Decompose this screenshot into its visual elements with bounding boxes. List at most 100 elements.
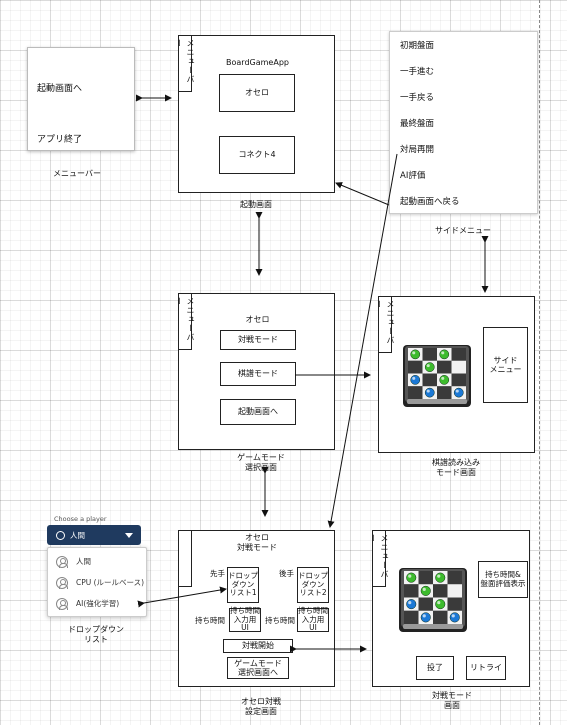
record-screen-frame: メニューバー サイド メニュー [375, 296, 535, 453]
side-menu-item-ai-evaluation[interactable]: AI評価 [400, 171, 426, 181]
othello-board-icon [399, 568, 467, 632]
player-icon-selected [56, 530, 65, 540]
time-input2-line2: 入力用UI [301, 614, 325, 633]
dropdown-options-list: 人間 CPU (ルールベース) AI(強化学習) [47, 547, 147, 617]
time-and-eval-box: 持ち時間& 盤面評価表示 [478, 561, 528, 598]
connect4-button[interactable]: コネクト4 [219, 136, 295, 174]
page-boundary-line [539, 0, 540, 725]
battle-screen-caption: 対戦モード 画面 [412, 691, 492, 710]
menubar-caption: メニューバー [53, 169, 101, 178]
side-menu-item-back-to-start[interactable]: 起動画面へ戻る [400, 197, 460, 207]
dropdown-selected-value: 人間 [70, 530, 85, 540]
record-mode-button[interactable]: 棋譜モード [220, 362, 296, 386]
mode-select-title: オセロ [245, 315, 270, 324]
time-eval-line2: 盤面評価表示 [480, 578, 526, 588]
dropdown-header-label: Choose a player [54, 515, 107, 523]
dropdown2-line2: ダウン [301, 579, 325, 589]
dropdown-option-cpu[interactable]: CPU (ルールベース) [48, 572, 146, 593]
green-marble [439, 349, 450, 360]
battle-board-image [397, 564, 469, 634]
mode-select-caption-line2: 選択画面 [245, 462, 277, 472]
time-input-second[interactable]: 持ち時間 入力用UI [297, 606, 329, 633]
resign-button[interactable]: 投了 [416, 656, 454, 680]
dropdown-option-cpu-label: CPU (ルールベース) [76, 578, 145, 587]
side-menu-item-step-back[interactable]: 一手戻る [400, 93, 435, 103]
dropdown1-line1: ドロップ [228, 571, 258, 581]
mode-select-menubar-label: メニューバー [175, 293, 195, 350]
time-label-second: 持ち時間 [265, 616, 295, 625]
dropdown-caption: ドロップダウン リスト [56, 625, 136, 644]
start-battle-button[interactable]: 対戦開始 [223, 639, 293, 653]
record-screen-caption: 棋譜読み込み モード画面 [416, 458, 496, 477]
blue-marble [406, 599, 417, 610]
dropdown-caption-line1: ドロップダウン [68, 625, 124, 634]
start-screen-menubar-label: メニューバー [175, 35, 195, 92]
battle-screen-menubar-label: メニューバー [369, 530, 389, 587]
person-icon [56, 576, 68, 589]
arrow-sidemenu-start [335, 182, 390, 206]
second-player-dropdown[interactable]: ドロップ ダウン リスト2 [297, 567, 329, 603]
othello-button[interactable]: オセロ [219, 74, 295, 112]
battle-caption-line1: 対戦モード [432, 691, 472, 700]
time-eval-line1: 持ち時間& [485, 569, 521, 579]
side-menu-item-step-forward[interactable]: 一手進む [400, 67, 435, 77]
mode-select-back-button[interactable]: 起動画面へ [220, 399, 296, 425]
person-icon [56, 555, 68, 568]
dropdown1-line3: リスト1 [229, 588, 257, 598]
second-player-label: 後手 [279, 569, 294, 578]
record-caption-line2: モード画面 [436, 467, 476, 477]
battle-screen-frame: メニューバー 持ち時間& 盤面評価表示 投了 リトライ [369, 530, 530, 687]
dropdown-option-human-label: 人間 [76, 557, 91, 566]
green-marble [435, 599, 446, 610]
battle-setup-title-line1: オセロ [245, 533, 269, 542]
record-side-menu-line1: サイド [493, 355, 518, 365]
blue-marble [453, 387, 464, 398]
record-caption-line1: 棋譜読み込み [432, 458, 480, 467]
time-input-first[interactable]: 持ち時間 入力用UI [229, 606, 261, 633]
mode-select-frame: メニューバー オセロ 対戦モード 棋譜モード 起動画面へ [175, 293, 335, 450]
record-screen-menubar-label: メニューバー [375, 296, 395, 353]
side-menu-item-final-board[interactable]: 最終盤面 [400, 119, 435, 129]
battle-setup-back-button[interactable]: ゲームモード 選択画面へ [227, 657, 289, 679]
green-marble [406, 572, 417, 583]
mode-select-caption-line1: ゲームモード [237, 453, 285, 462]
blue-marble [449, 612, 460, 623]
time-input1-line1: 持ち時間 [230, 606, 260, 616]
mode-select-caption: ゲームモード 選択画面 [221, 453, 301, 472]
battle-setup-caption-line1: オセロ対戦 [241, 697, 281, 706]
battle-setup-caption: オセロ対戦 設定画面 [221, 697, 301, 716]
battle-setup-title-line2: 対戦モード [237, 542, 277, 552]
start-screen-caption: 起動画面 [240, 200, 272, 209]
battle-setup-sidebar [178, 530, 192, 587]
battle-setup-back-line1: ゲームモード [234, 658, 282, 668]
dropdown2-line3: リスト2 [299, 588, 327, 598]
time-input2-line1: 持ち時間 [298, 606, 328, 616]
player-select-dropdown[interactable]: 人間 [47, 525, 141, 545]
start-screen-frame: メニューバー BoardGameApp オセロ コネクト4 [175, 35, 335, 193]
battle-setup-back-line2: 選択画面へ [237, 668, 278, 677]
chevron-down-icon [125, 533, 133, 538]
record-board-image [401, 341, 473, 409]
first-player-dropdown[interactable]: ドロップ ダウン リスト1 [227, 567, 259, 603]
time-input1-line2: 入力用UI [233, 614, 257, 633]
side-menu-item-initial-board[interactable]: 初期盤面 [400, 41, 435, 51]
dropdown-option-ai-label: AI(強化学習) [76, 599, 120, 608]
dropdown-option-human[interactable]: 人間 [48, 551, 146, 572]
battle-caption-line2: 画面 [444, 700, 460, 710]
blue-marble [420, 612, 431, 623]
menubar-panel: 起動画面へ アプリ終了 [27, 47, 135, 151]
record-side-menu-box: サイド メニュー [483, 327, 528, 403]
battle-mode-button[interactable]: 対戦モード [220, 330, 296, 350]
green-marble [435, 572, 446, 583]
side-menu-item-resume-game[interactable]: 対局再開 [400, 145, 435, 155]
first-player-label: 先手 [210, 569, 225, 578]
blue-marble [424, 387, 435, 398]
menubar-start-item[interactable]: 起動画面へ [37, 84, 83, 94]
menubar-quit-item[interactable]: アプリ終了 [37, 135, 83, 145]
dropdown1-line2: ダウン [231, 579, 255, 589]
battle-setup-title: オセロ 対戦モード [227, 533, 287, 552]
dropdown-option-ai[interactable]: AI(強化学習) [48, 593, 146, 614]
battle-setup-caption-line2: 設定画面 [245, 706, 277, 716]
othello-board-icon [403, 345, 471, 407]
retry-button[interactable]: リトライ [466, 656, 506, 680]
